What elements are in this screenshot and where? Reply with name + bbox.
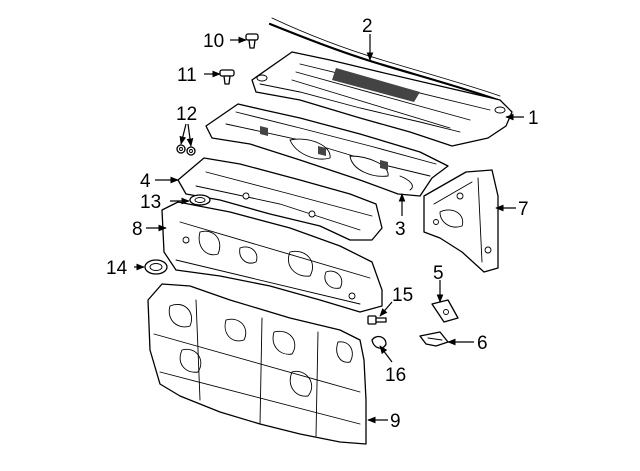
callout-14: 14 xyxy=(106,258,128,279)
part-3-cowl-reinforcement xyxy=(205,103,449,197)
callout-15: 15 xyxy=(392,285,413,306)
part-2-weatherstrip xyxy=(268,17,501,102)
part-15-bolt xyxy=(367,315,387,325)
part-13-grommet xyxy=(189,194,211,206)
callout-13: 13 xyxy=(140,192,161,213)
callout-7: 7 xyxy=(518,199,529,220)
part-10-push-clip xyxy=(245,33,259,49)
part-9-insulator xyxy=(147,283,367,445)
leader-12a xyxy=(179,123,187,145)
part-11-retainer xyxy=(219,69,235,85)
part-14-plug xyxy=(144,259,168,275)
callout-5: 5 xyxy=(433,263,444,284)
leader-16 xyxy=(379,345,393,363)
callout-4: 4 xyxy=(140,171,151,192)
part-12-clips xyxy=(176,144,196,156)
part-5-bracket xyxy=(431,299,459,323)
part-4-dash-panel-top xyxy=(177,157,383,241)
callout-1: 1 xyxy=(528,108,539,129)
callout-9: 9 xyxy=(390,411,401,432)
callout-6: 6 xyxy=(477,333,488,354)
part-1-cowl-vent-panel xyxy=(251,51,513,147)
callout-10: 10 xyxy=(203,31,224,52)
callout-2: 2 xyxy=(362,16,373,37)
callout-11: 11 xyxy=(177,65,197,86)
part-8-dash-panel xyxy=(161,201,383,313)
part-7-side-bracket xyxy=(423,169,499,273)
callout-8: 8 xyxy=(132,219,143,240)
part-16-plug xyxy=(371,335,387,349)
part-6-support-bracket xyxy=(419,331,449,347)
callout-3: 3 xyxy=(395,219,406,240)
callout-12: 12 xyxy=(176,104,197,125)
callout-16: 16 xyxy=(385,365,406,386)
leader-12b xyxy=(186,123,194,147)
leader-15 xyxy=(379,301,393,317)
